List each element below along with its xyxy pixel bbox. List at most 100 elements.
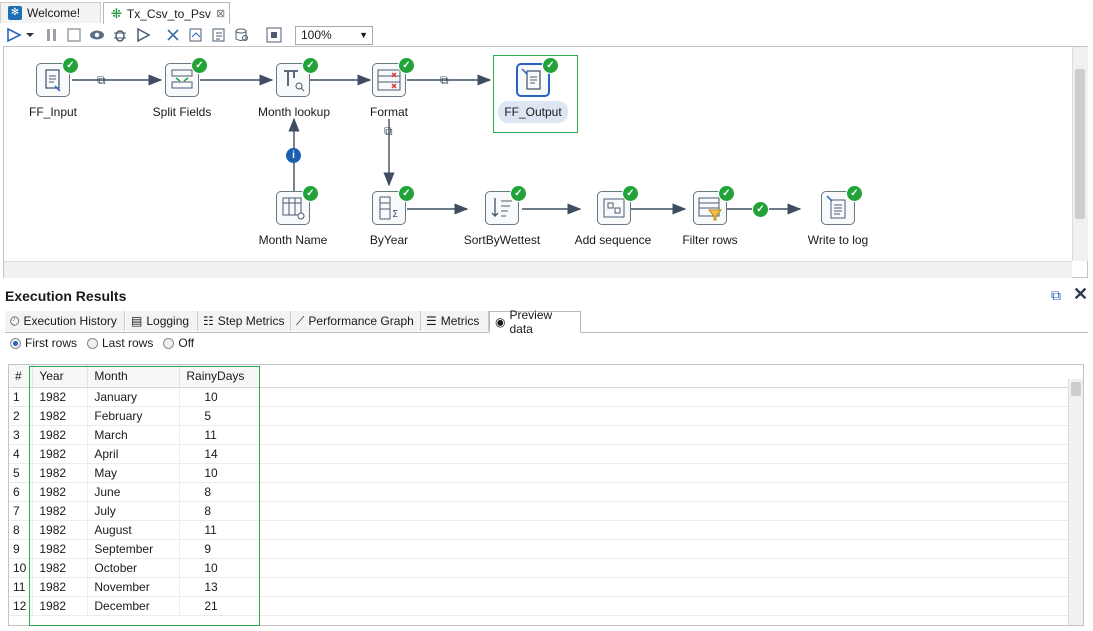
column-header-rainydays[interactable]: RainyDays (179, 365, 261, 388)
canvas-horizontal-scrollbar[interactable] (4, 261, 1072, 278)
step-label: Month lookup (257, 105, 331, 119)
tab-label: Execution History (23, 314, 117, 328)
results-tab-bar: 🕘︎ Execution History ▤ Logging ☷ Step Me… (5, 308, 1088, 336)
radio-last-rows[interactable]: Last rows (87, 336, 153, 350)
add-sequence-icon (603, 198, 625, 218)
row-index-cell: 8 (9, 520, 34, 540)
radio-button[interactable] (87, 337, 98, 349)
row-index-cell: 12 (9, 596, 34, 616)
rainydays-cell: 11 (179, 425, 261, 445)
year-cell: 1982 (32, 406, 89, 426)
verify-icon[interactable] (165, 27, 181, 43)
transformation-canvas[interactable]: ⧉ ⧉ ⧉ i ✓ ✓ FF_Input ✓ Split Fields ✓ Mo… (3, 46, 1088, 278)
scroll-thumb[interactable] (1075, 69, 1085, 219)
radio-off[interactable]: Off (163, 336, 194, 350)
year-cell: 1982 (32, 558, 89, 578)
column-header-index[interactable]: # (9, 365, 34, 388)
row-filler-cell (259, 577, 1070, 597)
tab-transformation[interactable]: ⁜ Tx_Csv_to_Psv ⊠ (103, 2, 230, 25)
explore-db-icon[interactable] (234, 27, 250, 43)
month-cell: December (87, 596, 181, 616)
tab-logging[interactable]: ▤ Logging (126, 311, 198, 331)
rainydays-cell: 13 (179, 577, 261, 597)
row-index-cell: 6 (9, 482, 34, 502)
maximize-icon[interactable]: ⧉ (1051, 287, 1061, 303)
step-filter-rows[interactable] (693, 191, 727, 225)
scroll-thumb[interactable] (1071, 382, 1081, 396)
tab-welcome[interactable]: ✻ Welcome! (0, 2, 101, 23)
line-graph-icon: ⟋ (296, 313, 305, 328)
success-check-icon: ✓ (846, 185, 863, 202)
tab-execution-history[interactable]: 🕘︎ Execution History (5, 311, 125, 331)
canvas-vertical-scrollbar[interactable] (1072, 47, 1088, 261)
impact-icon[interactable] (188, 27, 204, 43)
step-label: Split Fields (152, 105, 212, 119)
step-label: Format (369, 105, 408, 119)
tab-step-metrics[interactable]: ☷ Step Metrics (198, 311, 291, 331)
year-cell: 1982 (32, 444, 89, 464)
select-values-icon (377, 69, 401, 91)
table-header-row: # Year Month RainyDays (9, 365, 1070, 388)
group-by-icon: Σ (379, 196, 398, 220)
tab-label: Metrics (440, 314, 480, 328)
zoom-select[interactable]: 100% ▼ (295, 26, 373, 45)
row-filler-cell (259, 387, 1070, 407)
tab-label: Logging (146, 314, 190, 328)
debug-icon[interactable] (112, 27, 128, 43)
tab-performance-graph[interactable]: ⟋ Performance Graph (291, 311, 421, 331)
column-header-month[interactable]: Month (87, 365, 181, 388)
year-cell: 1982 (32, 387, 89, 407)
row-index-cell: 9 (9, 539, 34, 559)
radio-button[interactable] (163, 337, 175, 349)
preview-icon[interactable] (89, 27, 105, 43)
success-check-icon: ✓ (62, 57, 79, 74)
rainydays-cell: 8 (179, 501, 261, 521)
month-cell: May (87, 463, 181, 483)
copy-rows-icon: ⧉ (384, 124, 393, 138)
row-index-cell: 11 (9, 577, 34, 597)
month-cell: February (87, 406, 181, 426)
success-check-icon: ✓ (302, 57, 319, 74)
stop-icon[interactable] (66, 27, 82, 43)
month-cell: June (87, 482, 181, 502)
month-cell: July (87, 501, 181, 521)
run-icon[interactable] (6, 27, 22, 43)
month-cell: January (87, 387, 181, 407)
sql-icon[interactable] (211, 27, 227, 43)
radio-first-rows[interactable]: First rows (10, 336, 77, 350)
tab-preview-data[interactable]: ◉ Preview data (489, 308, 581, 336)
close-icon[interactable]: ⊠ (215, 8, 226, 20)
rainydays-cell: 5 (179, 406, 261, 426)
snap-grid-icon[interactable] (266, 27, 282, 43)
table-vertical-scrollbar[interactable] (1068, 379, 1083, 625)
step-write-to-log[interactable] (821, 191, 855, 225)
write-to-log-icon (826, 195, 846, 219)
step-label: Add sequence (574, 233, 652, 247)
close-icon[interactable]: ✕ (1073, 284, 1089, 304)
step-label: FF_Input (28, 105, 78, 119)
rainydays-cell: 10 (179, 463, 261, 483)
transformation-icon: ⁜ (111, 5, 122, 21)
replay-icon[interactable] (135, 27, 151, 43)
preview-mode-radio-group: First rows Last rows Off (10, 336, 194, 350)
success-check-icon: ✓ (718, 185, 735, 202)
success-check-icon: ✓ (398, 57, 415, 74)
tab-metrics[interactable]: ☰ Metrics (421, 311, 489, 331)
pause-icon[interactable] (44, 27, 60, 43)
run-options-icon[interactable] (25, 27, 35, 43)
column-header-year[interactable]: Year (32, 365, 89, 388)
radio-button[interactable] (10, 337, 21, 349)
